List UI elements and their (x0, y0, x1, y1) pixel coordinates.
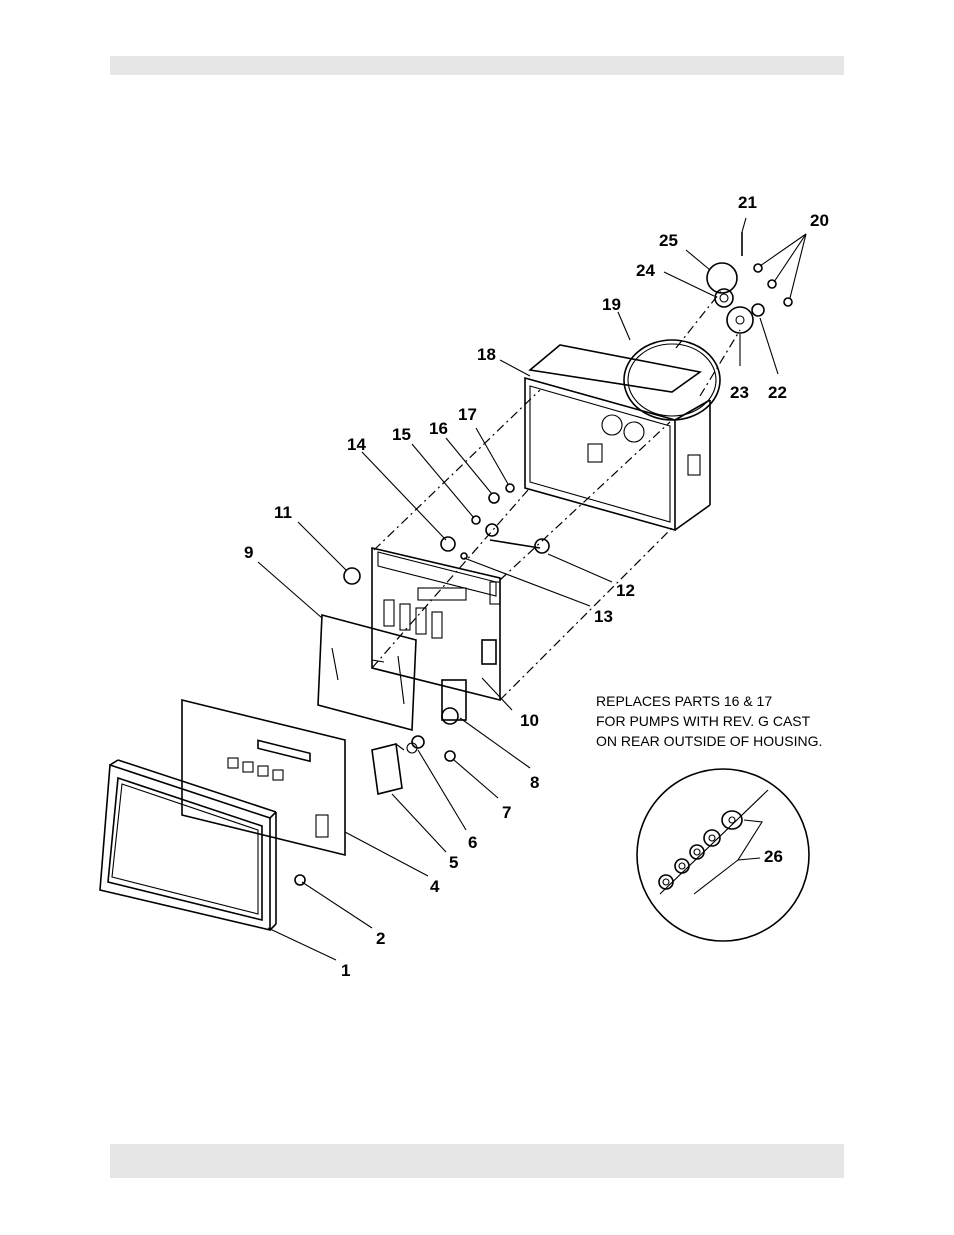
part-7-screw (444, 750, 456, 762)
detail-circle-part-26: 26 (636, 768, 810, 942)
callout-10: 10 (520, 711, 539, 730)
part-24-gear (714, 288, 734, 308)
note-line-2: FOR PUMPS WITH REV. G CAST (596, 713, 811, 729)
part-15-part (471, 515, 481, 525)
callout-21: 21 (738, 193, 757, 212)
callout-25: 25 (659, 231, 678, 250)
callout-labels: 1 2 4 5 6 7 8 9 10 11 12 13 14 15 16 17 … (244, 193, 829, 980)
part-17-nut (505, 483, 515, 493)
part-4-panel (181, 698, 346, 857)
part-11-knob (343, 567, 361, 585)
part-1-bezel (99, 759, 277, 932)
header-bar (110, 56, 844, 75)
callout-1: 1 (341, 961, 350, 980)
callout-20: 20 (810, 211, 829, 230)
callout-24: 24 (636, 261, 655, 280)
part-5-switch (371, 743, 405, 795)
part-25-gear (706, 262, 738, 294)
note-line-1: REPLACES PARTS 16 & 17 (596, 693, 772, 709)
part-19-ring (623, 339, 721, 421)
callout-9: 9 (244, 543, 253, 562)
part-8-connector (441, 679, 467, 725)
part-12-shaft (485, 523, 550, 554)
callout-16: 16 (429, 419, 448, 438)
callout-18: 18 (477, 345, 496, 364)
part-22-screw (751, 303, 765, 317)
part-18-housing (524, 344, 711, 532)
callout-14: 14 (347, 435, 366, 454)
callout-7: 7 (502, 803, 511, 822)
callout-13: 13 (594, 607, 613, 626)
callout-5: 5 (449, 853, 458, 872)
assembly-centerlines (371, 289, 741, 701)
callout-6: 6 (468, 833, 477, 852)
part-2-screw (294, 874, 306, 886)
callout-23: 23 (730, 383, 749, 402)
callout-12: 12 (616, 581, 635, 600)
footer-bar (110, 1144, 844, 1178)
part-6-spring (406, 735, 425, 754)
part-20-screws (753, 263, 793, 307)
callout-19: 19 (602, 295, 621, 314)
part-16-nut (488, 492, 500, 504)
callout-15: 15 (392, 425, 411, 444)
callout-22: 22 (768, 383, 787, 402)
callout-4: 4 (430, 877, 440, 896)
leader-lines (257, 217, 807, 961)
part-13-pin (460, 552, 468, 560)
callout-17: 17 (458, 405, 477, 424)
callout-11: 11 (274, 503, 292, 522)
part-10-circuit-board (371, 546, 501, 702)
part-9-label (317, 613, 417, 732)
note-line-3: ON REAR OUTSIDE OF HOUSING. (596, 733, 822, 749)
callout-2: 2 (376, 929, 385, 948)
callout-8: 8 (530, 773, 539, 792)
part-23-gear (726, 306, 754, 334)
part-14-washer (440, 536, 456, 552)
replacement-note: REPLACES PARTS 16 & 17 FOR PUMPS WITH RE… (596, 693, 822, 749)
callout-26: 26 (764, 847, 783, 866)
